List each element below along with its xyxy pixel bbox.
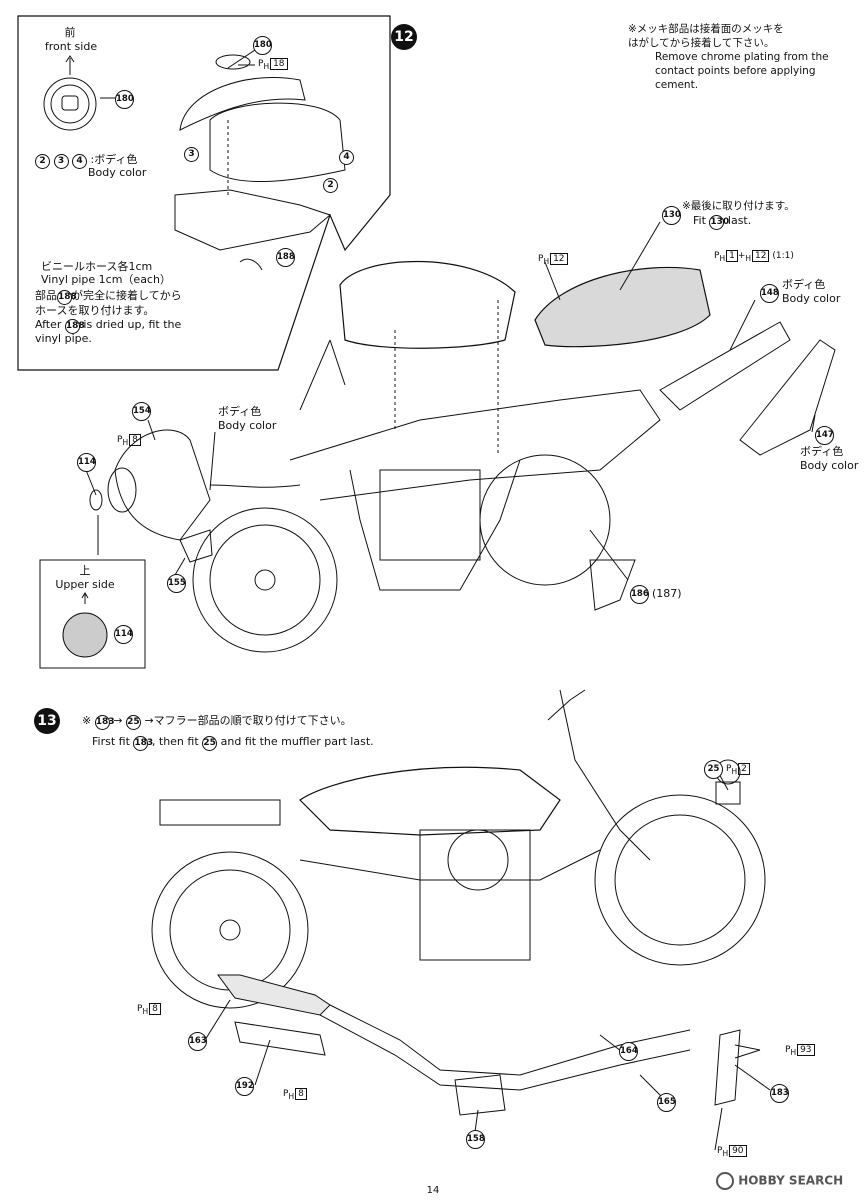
part-3: 3 <box>184 147 199 162</box>
part-147-color-jp: ボディ色 <box>800 445 844 458</box>
hobby-search-watermark: HOBBY SEARCH <box>716 1172 843 1190</box>
part-2-ref: 2 <box>35 154 50 169</box>
part-164: 164 <box>619 1042 638 1061</box>
part-114-main: 114 <box>77 453 96 472</box>
part-180-side: 180 <box>115 90 134 109</box>
front-side-label-jp: 前 <box>64 26 76 39</box>
part-188: 188 <box>276 248 295 267</box>
after-note-en-1: After 188 is dried up, fit the <box>35 318 181 334</box>
part-148-color-en: Body color <box>782 292 841 305</box>
front-side-label-en: front side <box>44 40 98 53</box>
vinyl-pipe-en: Vinyl pipe 1cm（each） <box>41 273 171 286</box>
watermark-logo-icon <box>716 1172 734 1190</box>
step-13-note-en: First fit 183 , then fit 25 and fit the … <box>92 735 374 751</box>
vinyl-pipe-jp: ビニールホース各1cm <box>41 260 153 273</box>
part-2: 2 <box>323 178 338 193</box>
body-color-suffix-jp: :ボディ色 <box>90 153 138 166</box>
part-187-note: (187) <box>652 587 682 600</box>
part-25: 25 <box>704 760 723 779</box>
part-158: 158 <box>466 1130 485 1149</box>
page-number: 14 <box>426 1185 440 1196</box>
chrome-note-en: Remove chrome plating from the contact p… <box>655 51 829 91</box>
part-4: 4 <box>339 150 354 165</box>
after-note-jp-2: ホースを取り付けます。 <box>35 304 155 317</box>
inset-body-color: 2 3 4 :ボディ色 <box>35 153 137 169</box>
part-186: 186 <box>630 585 649 604</box>
step-13-note-jp: ※ 183 → 25 →マフラー部品の順で取り付けて下さい。 <box>82 714 352 730</box>
chrome-note-jp: ※メッキ部品は接着面のメッキを はがしてから接着して下さい。 <box>628 23 784 49</box>
part-4-ref: 4 <box>72 154 87 169</box>
part-163: 163 <box>188 1032 207 1051</box>
step-12-number: 12 <box>391 24 417 50</box>
part-147: 147 <box>815 426 834 445</box>
upper-side-en: Upper side <box>55 578 115 591</box>
part-147-color-en: Body color <box>800 459 859 472</box>
fit-last-jp: ※最後に取り付けます。 <box>682 200 795 212</box>
after-note-en-2: vinyl pipe. <box>35 332 92 345</box>
upper-side-jp: 上 <box>79 564 91 577</box>
part-114-detail: 114 <box>114 625 133 644</box>
part-165: 165 <box>657 1093 676 1112</box>
part-183: 183 <box>770 1084 789 1103</box>
part-155: 155 <box>167 574 186 593</box>
after-note-jp-1: 部品188が完全に接着してから <box>35 289 182 305</box>
inset-body-color-en: Body color <box>88 166 147 179</box>
part-154: 154 <box>132 402 151 421</box>
part-3-ref: 3 <box>53 154 69 169</box>
part-130: 130 <box>662 206 681 225</box>
cowl-color-en: Body color <box>218 419 277 432</box>
step-13-number: 13 <box>34 708 60 734</box>
part-180-top: 180 <box>253 36 272 55</box>
part-148-color-jp: ボディ色 <box>782 278 826 291</box>
fit-last-en: Fit 130 last. <box>693 214 751 230</box>
cowl-color-jp: ボディ色 <box>218 405 262 418</box>
part-148: 148 <box>760 284 779 303</box>
part-192: 192 <box>235 1077 254 1096</box>
